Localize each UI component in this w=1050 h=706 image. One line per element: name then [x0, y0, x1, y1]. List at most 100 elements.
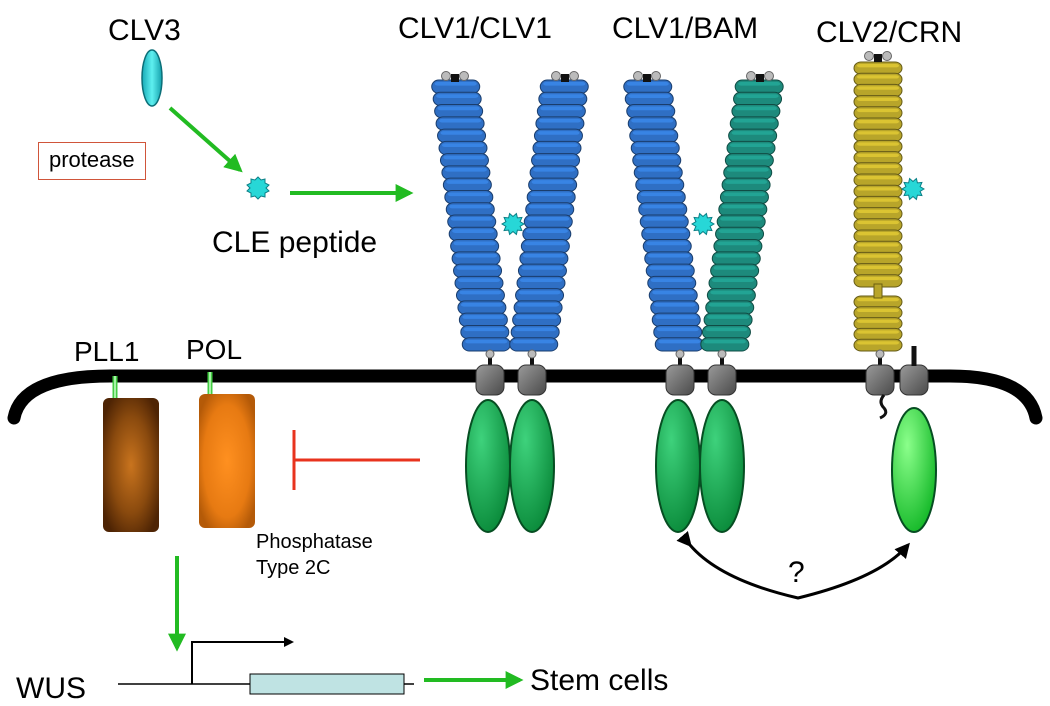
clv1-ectodomain-bam-pair-lrr-repeat [638, 202, 688, 217]
crn-transmembrane [899, 364, 929, 396]
clv1-ectodomain-right-lrr-repeat [512, 312, 562, 327]
clv1-ectodomain-right-lrr-repeat [517, 263, 567, 278]
clv1-left-transmembrane [475, 364, 505, 396]
clv1-kinase-bam-pair [655, 399, 701, 533]
clv2-crn-label: CLV2/CRN [816, 16, 963, 49]
clv1b-cap-stem [643, 74, 651, 82]
clv2-ectodomain-upper-lrr-repeat [853, 184, 903, 198]
wus-label: WUS [16, 672, 86, 705]
clv1-right-juxta-dot [527, 349, 537, 359]
clv1-ectodomain-bam-pair-lrr-repeat [642, 239, 692, 254]
clv1-ectodomain-bam-pair-lrr-repeat [650, 300, 700, 315]
bam-kinase [699, 399, 745, 533]
clv1-right-transmembrane [517, 364, 547, 396]
clv1-ectodomain-right-lrr-repeat [515, 288, 565, 303]
clv1-ectodomain-left-lrr-repeat [458, 312, 508, 327]
clv2-ectodomain-upper [853, 61, 903, 288]
clv1-ectodomain-right-lrr-repeat [513, 300, 563, 315]
bam-ectodomain-lrr-repeat [706, 288, 756, 303]
clv1-ectodomain-bam-pair-lrr-repeat [627, 116, 677, 131]
protease-label: protease [38, 142, 146, 180]
bam-ectodomain-lrr-repeat [703, 312, 753, 327]
clv1-clv1-label: CLV1/CLV1 [398, 12, 552, 45]
clv1b-cap-right [651, 71, 661, 81]
clv1-ectodomain-right [509, 79, 589, 352]
clv2-ectodomain-upper-lrr-repeat [853, 139, 903, 154]
clv2-ectodomain-upper-lrr-repeat [853, 151, 903, 165]
clv1-ectodomain-left-lrr-repeat [460, 324, 510, 340]
clv1-right-cap-left [551, 71, 561, 81]
crn-kinase [891, 407, 937, 533]
clv1b-juxta-dot [675, 349, 685, 359]
clv1-left-cap-stem [451, 74, 459, 82]
clv1-left-cap-right [459, 71, 469, 81]
clv2-ectodomain-upper-lrr-repeat [853, 72, 903, 86]
clv1-ectodomain-right-lrr-repeat [525, 202, 575, 217]
cle-peptide-bound-clv2 [901, 177, 925, 201]
clv2-ectodomain-lower [853, 295, 903, 352]
bam-cap-left [746, 71, 756, 81]
plasma-membrane [7, 369, 1043, 425]
clv2-ectodomain-upper-lrr-repeat [853, 61, 903, 75]
bam-ectodomain-lrr-repeat [721, 177, 771, 192]
clv1-ectodomain-bam-pair-lrr-repeat [629, 128, 679, 143]
clv1b-transmembrane [665, 364, 695, 396]
bam-ectodomain-lrr-repeat [708, 275, 758, 291]
clv1-ectodomain-bam-pair-lrr-repeat [653, 324, 703, 340]
clv2-ectodomain-upper-lrr-repeat [853, 263, 903, 277]
clv1-kinase-right [509, 399, 555, 533]
bam-ectodomain-lrr-repeat [719, 189, 769, 205]
bam-ectodomain-lrr-repeat [713, 239, 763, 254]
clv1-ectodomain-right-lrr-repeat [528, 177, 578, 192]
clv1-ectodomain-bam-pair-lrr-repeat [639, 214, 689, 229]
bam-juxta-dot [717, 349, 727, 359]
interaction-question-arrow [676, 531, 910, 600]
bam-ectodomain-lrr-repeat [733, 91, 783, 107]
clv2-ectodomain-upper-lrr-repeat [853, 95, 903, 109]
bam-ectodomain-lrr-repeat [700, 337, 750, 352]
clv1-ectodomain-bam-pair-lrr-repeat [641, 226, 691, 242]
clv2-ectodomain-upper-lrr-repeat [853, 240, 903, 254]
clv2-ectodomain-lower-lrr-repeat [853, 327, 903, 341]
bam-ectodomain-lrr-repeat [724, 153, 774, 168]
clv1-ectodomain-left-lrr-repeat [455, 288, 505, 303]
clv1-ectodomain-bam-pair-lrr-repeat [654, 337, 704, 352]
clv1-ectodomain-left-lrr-repeat [439, 153, 489, 168]
bam-ectodomain-lrr-repeat [705, 300, 755, 315]
clv1-ectodomain-right-lrr-repeat [526, 189, 576, 205]
clv1-ectodomain-right-lrr-repeat [535, 116, 585, 131]
clv2-ectodomain-upper-lrr-repeat [853, 106, 903, 120]
clv1-ectodomain-left-lrr-repeat [432, 91, 482, 107]
clv1-ectodomain-left-lrr-repeat [450, 239, 500, 254]
clv1-ectodomain-bam-pair-lrr-repeat [651, 312, 701, 327]
clv1-ectodomain-right-lrr-repeat [516, 275, 566, 291]
clv1-ectodomain-bam-pair-lrr-repeat [635, 177, 685, 192]
bam-ectodomain-lrr-repeat [701, 324, 751, 340]
bam-ectodomain-lrr-repeat [729, 116, 779, 131]
clv1-ectodomain-bam-pair-lrr-repeat [626, 104, 676, 119]
clv2-cap-stem [874, 54, 882, 62]
clv1-ectodomain-left-lrr-repeat [435, 116, 485, 131]
clv1-ectodomain-right-lrr-repeat [519, 251, 569, 266]
clv2-ectodomain-upper-lrr-repeat [853, 83, 903, 98]
bam-ectodomain-lrr-repeat [726, 140, 776, 156]
clv2-ectodomain-lower-lrr-repeat [853, 317, 903, 330]
clv1b-cap-left [633, 71, 643, 81]
cle-peptide-bound-clv1 [501, 212, 525, 236]
clv2-cap-right [882, 51, 892, 61]
cle-peptide-label: CLE peptide [212, 226, 378, 259]
pll1-phosphatase [103, 398, 159, 532]
free-cle-peptide [246, 176, 270, 200]
clv2-cap-left [864, 51, 874, 61]
clv1-ectodomain-bam-pair-lrr-repeat [632, 153, 682, 168]
clv1-ectodomain-left-lrr-repeat [447, 214, 497, 229]
clv2-juxta-dot [875, 349, 885, 359]
transcription-start-arrow [191, 637, 294, 684]
clv1-ectodomain-bam-pair-lrr-repeat [636, 189, 686, 205]
clv1-ectodomain-left-lrr-repeat [445, 202, 495, 217]
bam-ectodomain [700, 79, 784, 352]
phosphatase-label-line1: Phosphatase [256, 531, 373, 553]
clv1-ectodomain-left-lrr-repeat [438, 140, 488, 156]
clv2-linker [873, 283, 883, 299]
